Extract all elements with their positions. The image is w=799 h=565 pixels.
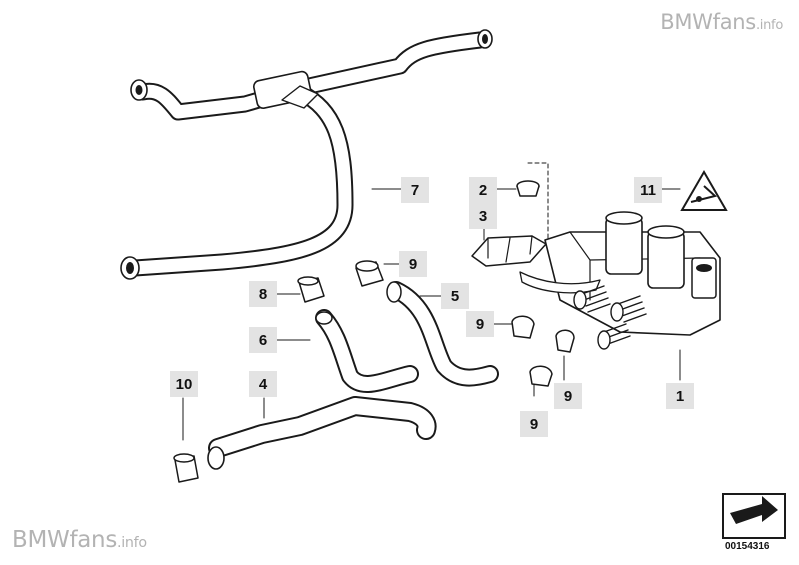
callout-part-9: 9	[520, 411, 548, 437]
watermark-suffix: .info	[117, 535, 147, 551]
leader-lines	[182, 188, 681, 441]
hose-part-4	[207, 396, 437, 470]
holder-part-3	[471, 235, 547, 267]
watermark-suffix: .info	[755, 18, 783, 33]
callout-part-9: 9	[554, 383, 582, 409]
watermark-brand: BMWfans	[660, 10, 756, 34]
callout-part-9: 9	[399, 251, 427, 277]
watermark-bottom: BMWfans.info	[12, 527, 147, 553]
callout-part-9: 9	[466, 311, 494, 337]
pipe-part-7	[120, 29, 493, 280]
valve-part-1	[519, 211, 721, 350]
callout-part-10: 10	[170, 371, 198, 397]
callout-part-11: 11	[634, 177, 662, 203]
callout-part-7: 7	[401, 177, 429, 203]
sleeve-part-9-top	[355, 260, 384, 287]
hose-part-5	[386, 281, 499, 387]
document-number: 00154316	[725, 541, 770, 552]
sleeve-part-8	[297, 276, 325, 303]
sleeve-part-10	[173, 453, 199, 483]
watermark-top: BMWfans.info	[660, 10, 783, 34]
callout-part-3: 3	[469, 203, 497, 229]
callout-part-5: 5	[441, 283, 469, 309]
page-turn-arrow-icon	[722, 493, 786, 539]
hose-part-6	[315, 309, 419, 393]
callout-part-2: 2	[469, 177, 497, 203]
callout-part-1: 1	[666, 383, 694, 409]
callout-part-4: 4	[249, 371, 277, 397]
watermark-brand: BMWfans	[12, 527, 118, 553]
grommet-part-2	[516, 162, 563, 269]
callout-part-8: 8	[249, 281, 277, 307]
callout-part-6: 6	[249, 327, 277, 353]
warning-triangle-icon	[680, 170, 728, 211]
hose-clamps-part-9	[511, 315, 575, 387]
